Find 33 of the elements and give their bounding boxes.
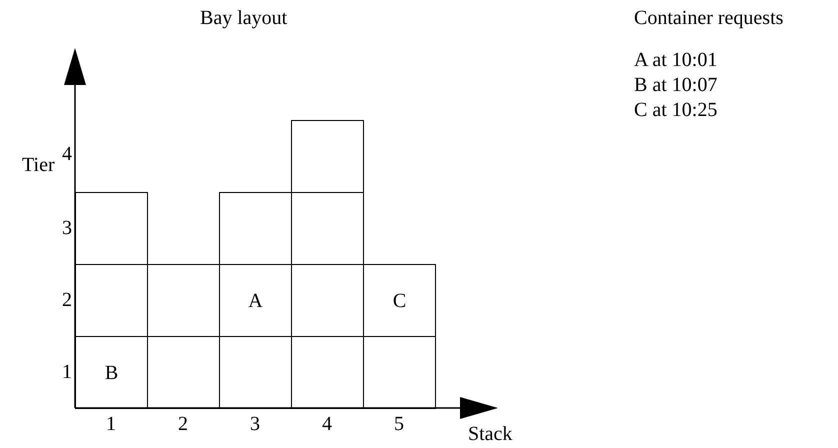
container-slot [291,264,363,336]
tier-number: 3 [62,218,72,238]
stack-number: 1 [106,414,116,434]
request-item: C at 10:25 [634,100,718,120]
container-slot [219,336,291,409]
container-slot [363,336,436,409]
container-slot [219,192,291,264]
container-box [219,264,291,336]
container-box [75,336,147,409]
container-letter: C [392,290,406,310]
container-letter: B [104,362,118,382]
container-letter: A [248,290,263,310]
request-item: A at 10:01 [634,50,718,70]
container-slot [291,120,364,192]
container-slot [291,192,364,264]
axis-title: Tier [22,155,55,175]
container-slot [147,336,219,409]
stack-number: 3 [250,414,260,434]
stack-number: 2 [178,414,188,434]
stack-number: 4 [322,414,332,434]
axis-title: Stack [468,424,512,444]
container-slot [75,264,147,336]
container-slot [75,192,148,264]
container-box [363,264,436,336]
tier-number: 2 [62,290,72,310]
tier-number: 1 [62,362,72,382]
stack-number: 5 [394,414,404,434]
container-slot [147,264,219,336]
list-heading: Container requests [634,8,784,28]
tier-number: 4 [62,144,72,164]
container-slot [291,336,363,409]
chart-title: Bay layout [200,8,288,28]
request-item: B at 10:07 [634,75,718,95]
